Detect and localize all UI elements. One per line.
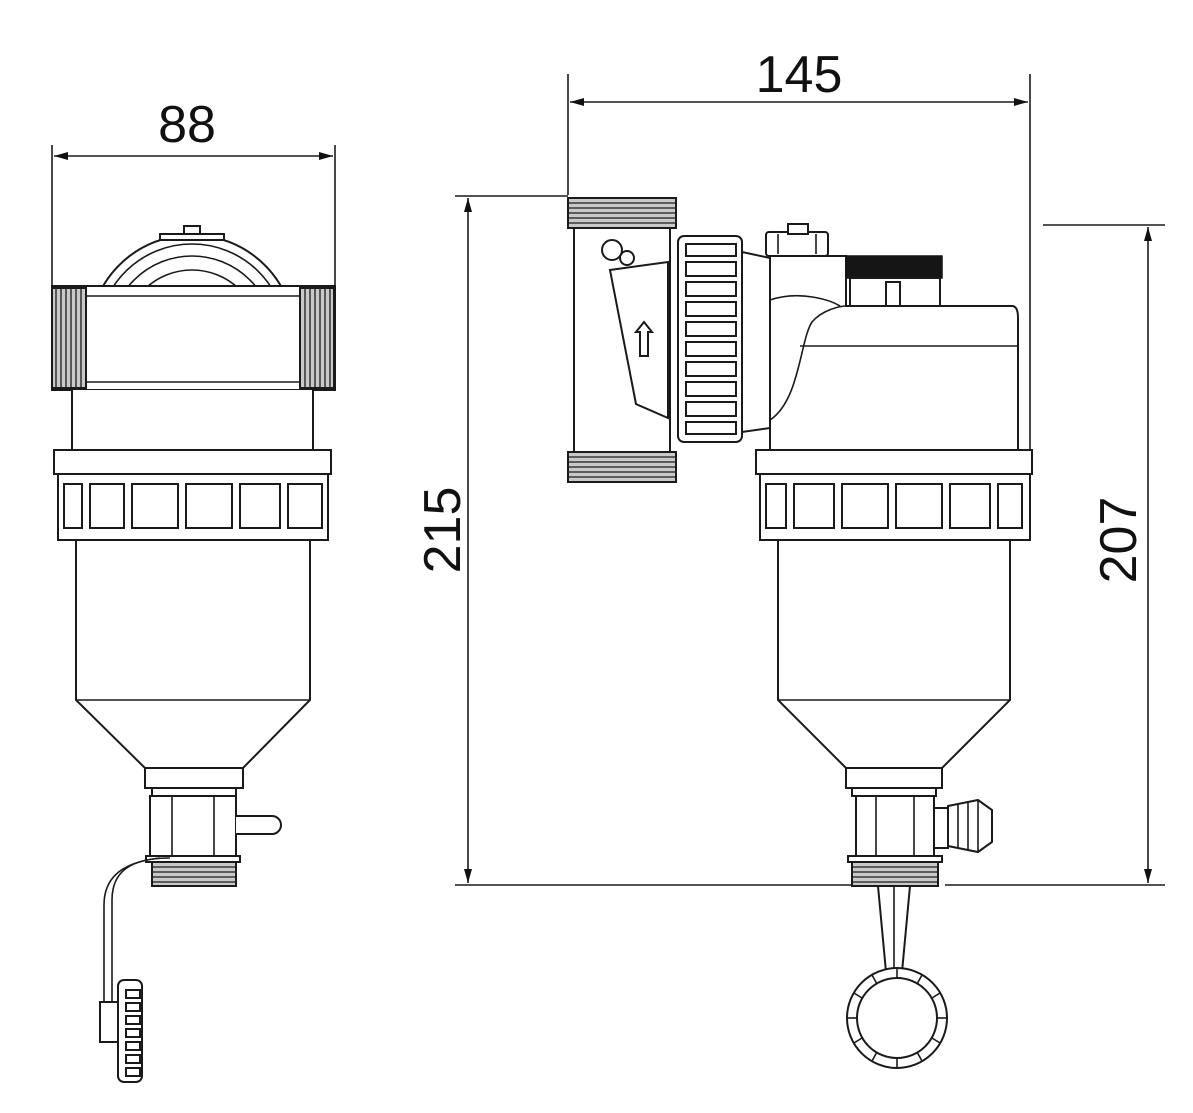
front-thread-right xyxy=(299,287,335,389)
side-view xyxy=(567,197,1033,1069)
front-view xyxy=(51,225,336,1083)
side-top-plug xyxy=(765,231,829,257)
front-drain-thread xyxy=(151,861,237,887)
dimension-width-side: 145 xyxy=(567,46,1031,455)
front-valve-lever xyxy=(236,815,282,835)
front-pipe xyxy=(51,285,336,391)
dimension-label-215: 215 xyxy=(414,487,472,574)
dimension-label-145: 145 xyxy=(756,46,843,104)
front-collar xyxy=(53,449,332,475)
side-drain-valve xyxy=(855,795,935,859)
front-thread-left xyxy=(51,287,87,389)
side-collar xyxy=(755,449,1033,475)
front-drain-valve xyxy=(149,795,237,859)
dimension-label-207: 207 xyxy=(1090,497,1148,584)
side-bowl xyxy=(777,539,1011,769)
dimension-width-front: 88 xyxy=(51,96,336,285)
dimension-label-88: 88 xyxy=(158,96,216,154)
side-magnet-cap xyxy=(845,255,943,279)
side-head xyxy=(769,255,1019,451)
side-drain-thread xyxy=(851,861,939,887)
side-thread-bottom xyxy=(567,451,677,483)
front-bowl xyxy=(75,539,311,769)
flow-direction-arrow-icon xyxy=(633,320,655,357)
side-pointer-icon xyxy=(601,239,623,261)
side-valve-knob xyxy=(947,798,993,854)
dimension-height-body: 207 xyxy=(945,224,1165,886)
dimension-height-overall: 215 xyxy=(414,195,860,886)
side-thread-top xyxy=(567,197,677,229)
